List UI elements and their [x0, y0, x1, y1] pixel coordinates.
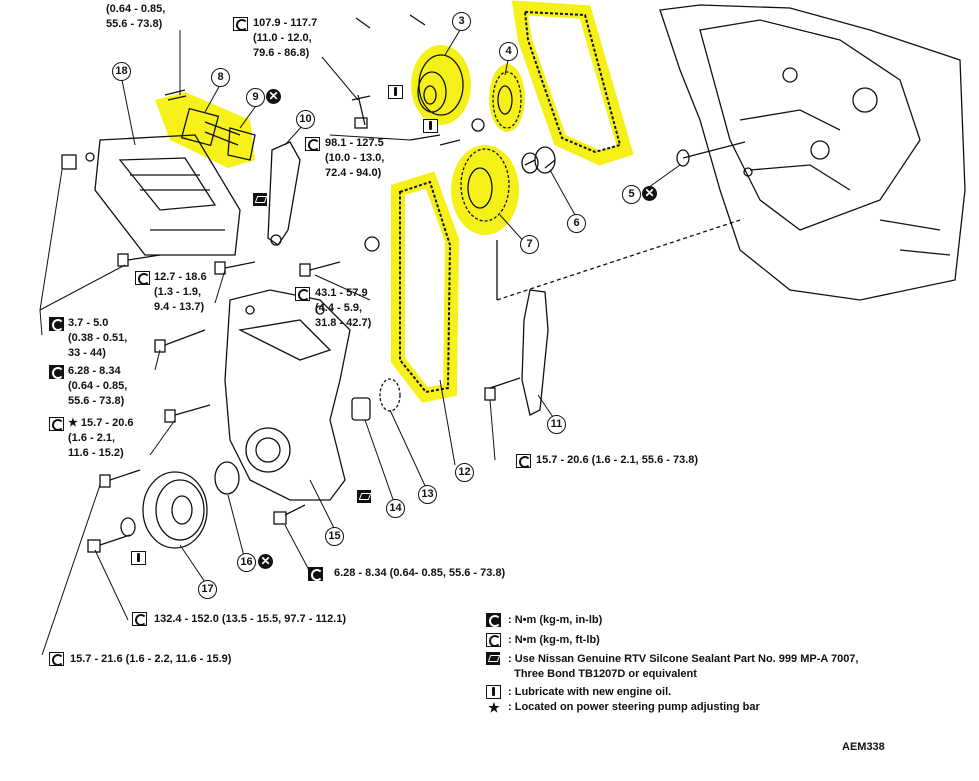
torque-nm-icon	[486, 613, 501, 627]
part-number-18: 18	[112, 62, 131, 81]
sleeve-6	[521, 146, 556, 174]
torque-ft-icon	[132, 612, 147, 626]
engine-block	[659, 4, 966, 301]
part-number-6: 6	[567, 214, 586, 233]
part-number-15: 15	[325, 527, 344, 546]
torque-label-top-left: (0.64 - 0.85, 55.6 - 73.8)	[106, 3, 166, 30]
torque-nm-icon	[49, 365, 64, 379]
nut-left	[61, 154, 77, 170]
torque-ft-icon	[516, 454, 531, 468]
highlight-cam-sprocket-3	[411, 45, 471, 125]
highlight-sprocket-7	[451, 145, 519, 235]
oil-icon	[131, 551, 146, 565]
bolts	[87, 14, 496, 553]
torque-ft-icon	[135, 271, 150, 285]
sprocket-7	[460, 148, 510, 222]
chain-guide-11	[521, 289, 549, 416]
replace-icon: ✕	[266, 89, 281, 104]
tensioner-arm-10	[267, 141, 301, 246]
legend-text: : N•m (kg-m, in-lb)	[508, 614, 603, 626]
guide-line	[496, 219, 741, 301]
tensioner-8	[180, 107, 241, 147]
torque-ft-icon	[305, 137, 320, 151]
crank-sprocket-13	[379, 378, 401, 412]
torque-ft-icon	[233, 17, 248, 31]
torque-label-front-cover: 43.1 - 57.9 (4.4 - 5.9, 31.8 - 42.7)	[315, 287, 372, 329]
torque-label-adjusting-bar: ★ 15.7 - 20.6 (1.6 - 2.1, 11.6 - 15.2)	[68, 417, 134, 459]
figure-code: AEM338	[842, 741, 885, 753]
part-number-11: 11	[547, 415, 566, 434]
torque-nm-icon	[308, 567, 323, 581]
legend: : N•m (kg-m, in-lb) : N•m (kg-m, ft-lb) …	[486, 613, 956, 723]
crank-pulley-17	[142, 471, 208, 549]
part-number-16: 16	[237, 553, 256, 572]
legend-text: : Lubricate with new engine oil.	[508, 686, 672, 698]
part-number-10: 10	[296, 110, 315, 129]
torque-ft-icon	[49, 417, 64, 431]
torque-label-lower-bolt: 15.7 - 21.6 (1.6 - 2.2, 11.6 - 15.9)	[70, 653, 232, 665]
sealant-icon	[357, 490, 371, 503]
part-number-12: 12	[455, 463, 474, 482]
oil-seal-16	[214, 461, 240, 495]
torque-label-camshaft-bolt: 107.9 - 117.7 (11.0 - 12.0, 79.6 - 86.8)	[253, 17, 318, 59]
part-number-14: 14	[386, 499, 405, 518]
torque-label-sprocket-bolt: 98.1 - 127.5 (10.0 - 13.0, 72.4 - 94.0)	[325, 137, 385, 179]
part-number-3: 3	[452, 12, 471, 31]
part-number-9: 9	[246, 88, 265, 107]
legend-item: : N•m (kg-m, in-lb)	[486, 613, 602, 628]
front-cover-15	[224, 289, 351, 501]
upper-timing-chain	[523, 10, 622, 154]
highlight-upper-chain	[511, 0, 634, 166]
torque-label-cover-nm: 6.28 - 8.34 (0.64- 0.85, 55.6 - 73.8)	[334, 567, 506, 579]
legend-item: : Lubricate with new engine oil.	[486, 685, 671, 700]
highlights	[155, 0, 634, 403]
lower-timing-chain	[399, 180, 452, 394]
replace-icon: ✕	[642, 186, 657, 201]
part-number-5: 5	[622, 185, 641, 204]
spacer-14	[351, 397, 371, 421]
highlight-lower-chain	[391, 171, 460, 403]
washer-pulley	[120, 517, 136, 537]
torque-ft-icon	[49, 652, 64, 666]
part-number-7: 7	[520, 235, 539, 254]
cam-sprocket-3	[417, 54, 464, 116]
torque-label-cover-bolt: 12.7 - 18.6 (1.3 - 1.9, 9.4 - 13.7)	[154, 271, 207, 313]
highlight-sprocket-4	[489, 64, 525, 132]
legend-text: : N•m (kg-m, ft-lb)	[508, 634, 600, 646]
legend-item: : Use Nissan Genuine RTV Silcone Sealant…	[486, 652, 859, 682]
torque-nm-icon	[49, 317, 64, 331]
torque-label-nut: 3.7 - 5.0 (0.38 - 0.51, 33 - 44)	[68, 317, 128, 359]
part-number-8: 8	[211, 68, 230, 87]
legend-item: : N•m (kg-m, ft-lb)	[486, 633, 600, 648]
legend-item: ★ : Located on power steering pump adjus…	[486, 700, 760, 715]
sprocket-4	[492, 71, 522, 129]
leader-lines	[39, 29, 681, 656]
legend-text: : Use Nissan Genuine RTV Silcone Sealant…	[508, 653, 859, 680]
part-number-4: 4	[499, 42, 518, 61]
replace-icon: ✕	[258, 554, 273, 569]
torque-label-bolt-68: 6.28 - 8.34 (0.64 - 0.85, 55.6 - 73.8)	[68, 365, 128, 407]
oil-icon	[486, 685, 501, 699]
oil-icon	[423, 119, 438, 133]
torque-ft-icon	[295, 287, 310, 301]
part-number-17: 17	[198, 580, 217, 599]
sealant-icon	[253, 193, 267, 206]
washer-5	[676, 149, 690, 167]
torque-label-guide-bolt: 15.7 - 20.6 (1.6 - 2.1, 55.6 - 73.8)	[536, 454, 699, 466]
gasket-9	[227, 127, 256, 161]
oil-icon	[388, 85, 403, 99]
star-icon: ★	[488, 700, 500, 715]
legend-text: : Located on power steering pump adjusti…	[508, 701, 760, 713]
torque-ft-icon	[486, 633, 501, 647]
part-number-13: 13	[418, 485, 437, 504]
highlight-tensioner	[155, 92, 255, 168]
sealant-icon	[486, 652, 500, 665]
cover-plate-18	[94, 134, 241, 256]
torque-label-pulley-bolt: 132.4 - 152.0 (13.5 - 15.5, 97.7 - 112.1…	[154, 613, 347, 625]
